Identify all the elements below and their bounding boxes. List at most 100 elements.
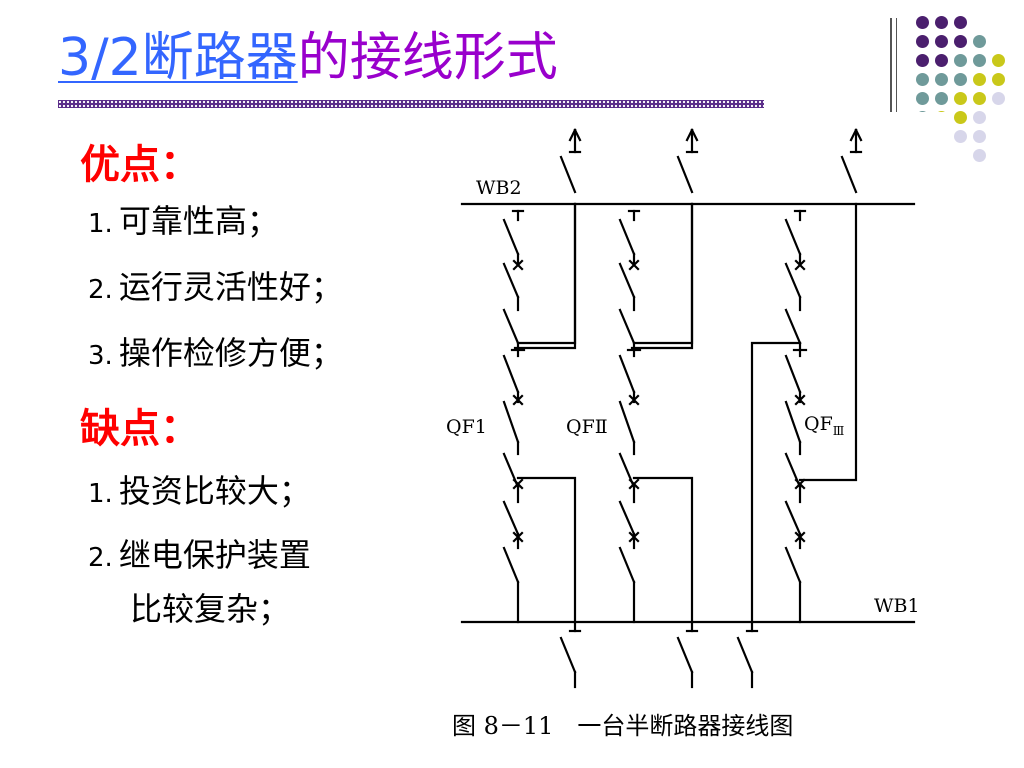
decor-dot: [992, 92, 1005, 105]
decor-dot: [954, 35, 967, 48]
decor-dot: [916, 35, 929, 48]
wire: [632, 202, 694, 345]
wire: [516, 202, 577, 345]
switch-blade: [618, 500, 636, 536]
decor-dot: [916, 73, 929, 86]
switch-blade: [618, 262, 636, 299]
decor-dot: [916, 92, 929, 105]
item-number: 3.: [88, 341, 113, 371]
feeder-arrow: [849, 128, 858, 142]
switch-blade: [502, 500, 520, 536]
switch-blade: [618, 546, 636, 584]
wire: [632, 476, 694, 624]
switch-blade: [736, 636, 754, 674]
decor-dot: [935, 92, 948, 105]
decor-dot: [992, 73, 1005, 86]
decor-dot: [973, 149, 986, 162]
switch-blade: [676, 636, 694, 674]
breaker-label-qf3-sub: Ⅲ: [833, 424, 845, 438]
feeder-arrow: [854, 128, 863, 142]
switch-blade: [676, 155, 694, 194]
decor-dot: [935, 73, 948, 86]
breaker-label-qf3: QFⅢ: [804, 413, 844, 438]
item-number: 1.: [88, 479, 113, 509]
advantage-item-3: 3.操作检修方便；: [88, 328, 343, 374]
switch-blade: [618, 308, 636, 345]
breaker-mark: [628, 259, 640, 271]
switch-blade: [840, 155, 858, 194]
decor-vertical-line-thin: [896, 18, 897, 118]
breaker-mark: [512, 259, 524, 271]
switch-blade: [784, 308, 802, 345]
item-text: 投资比较大；: [118, 472, 311, 510]
breaker-label-qf2: QFⅡ: [566, 416, 608, 438]
feeder-arrow: [685, 128, 694, 142]
breaker-mark: [628, 478, 640, 490]
wire: [798, 202, 858, 482]
feeder-arrow: [690, 128, 699, 142]
figure-caption: 图 8－11 一台半断路器接线图: [452, 712, 793, 740]
decor-dot: [954, 73, 967, 86]
decor-dot: [954, 111, 967, 124]
switch-blade: [784, 400, 802, 444]
switch-blade: [784, 262, 802, 299]
wire: [750, 341, 802, 624]
slide-title: 3/2断路器的接线形式: [58, 18, 558, 98]
title-divider: [58, 100, 764, 108]
title-rest: 的接线形式: [297, 28, 558, 88]
item-text: 可靠性高；: [118, 202, 279, 240]
item-number: 2.: [88, 275, 113, 305]
decor-vertical-line: [890, 18, 892, 118]
breaker-label-qf3-main: QF: [804, 413, 833, 435]
breaker-mark: [794, 478, 806, 490]
feeder-arrow: [573, 128, 582, 142]
breaker-label-qf1: QF1: [446, 416, 487, 438]
decor-dot: [954, 16, 967, 29]
decor-dot: [916, 16, 929, 29]
bus-label-wb2: WB2: [476, 177, 522, 199]
switch-blade: [559, 155, 577, 194]
decor-dot: [935, 16, 948, 29]
decor-dot: [954, 130, 967, 143]
decor-dot: [973, 130, 986, 143]
decor-dot: [992, 54, 1005, 67]
switch-blade: [559, 636, 577, 674]
bus-label-wb1: WB1: [874, 595, 920, 617]
one-and-half-breaker-diagram: WB2 WB1 QF1 QFⅡ QFⅢ 图 8－11 一台半断路器接线图: [432, 112, 952, 762]
switch-blade: [784, 354, 802, 394]
switch-blade: [502, 218, 520, 256]
item-text: 继电保护装置: [118, 536, 311, 574]
wire: [516, 476, 577, 624]
decor-dot: [973, 73, 986, 86]
advantage-item-2: 2.运行灵活性好；: [88, 262, 343, 308]
decor-dot: [954, 92, 967, 105]
switch-blade: [618, 218, 636, 256]
disadvantage-item-1: 1.投资比较大；: [88, 466, 311, 512]
decor-dot: [954, 54, 967, 67]
switch-blade: [502, 400, 520, 444]
decor-dot: [973, 54, 986, 67]
title-link[interactable]: 3/2断路器: [58, 28, 298, 88]
decor-dot: [973, 111, 986, 124]
switch-blade: [502, 262, 520, 299]
item-number: 1.: [88, 209, 113, 239]
disadvantage-item-2-continuation: 比较复杂；: [130, 590, 291, 628]
disadvantages-heading: 缺点：: [80, 405, 200, 452]
item-text: 运行灵活性好；: [118, 268, 343, 306]
switch-blade: [618, 354, 636, 394]
diagram-lines: [460, 128, 916, 689]
item-number: 2.: [88, 543, 113, 573]
disadvantage-item-2: 2.继电保护装置: [88, 530, 311, 576]
breaker-mark: [512, 478, 524, 490]
feeder-arrow: [568, 128, 577, 142]
decor-dot: [935, 35, 948, 48]
switch-blade: [784, 500, 802, 536]
decor-dot: [935, 54, 948, 67]
decor-dot: [916, 54, 929, 67]
switch-blade: [784, 546, 802, 584]
advantages-heading: 优点：: [80, 141, 200, 188]
switch-blade: [618, 400, 636, 444]
breaker-mark: [794, 259, 806, 271]
item-text: 操作检修方便；: [118, 334, 343, 372]
decor-dot: [973, 35, 986, 48]
